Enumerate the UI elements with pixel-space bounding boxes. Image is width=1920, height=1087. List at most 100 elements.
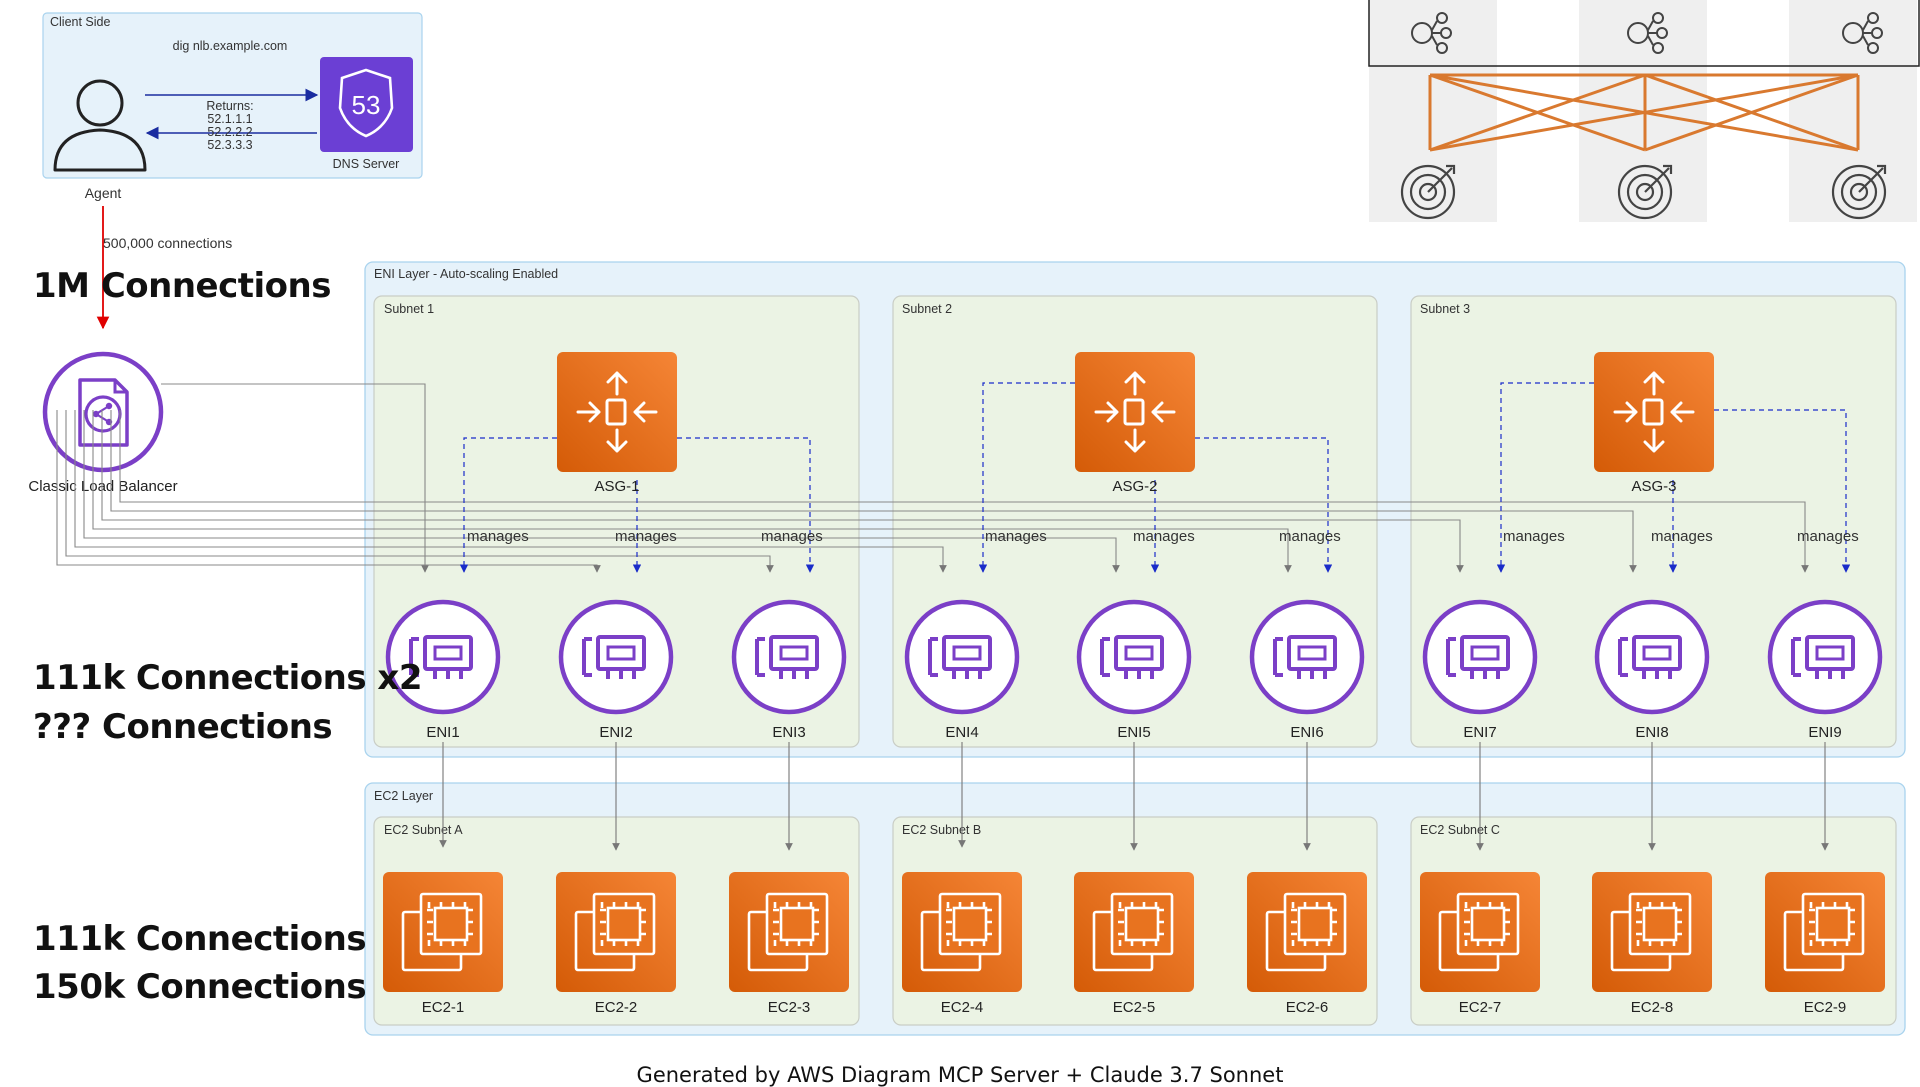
asg1-to-eni1 [459, 437, 557, 573]
asg-3-label: ASG-3 [1631, 478, 1676, 495]
load-balancer-node-icon [1411, 12, 1452, 54]
manages-label: manages [1279, 528, 1341, 545]
ec2-layer-label: EC2 Layer [374, 789, 433, 803]
agent-to-lb-label: 500,000 connections [103, 235, 232, 251]
svg-text:53: 53 [352, 90, 381, 120]
annotation-one-million: 1M Connections [33, 266, 331, 306]
ec2-chip-icon [920, 892, 1002, 972]
annotation-eni-line1: 111k Connections x2 [33, 658, 423, 698]
ec2-chip-icon [574, 892, 656, 972]
ec2-chip-icon [401, 892, 483, 972]
auto-scaling-icon [1613, 371, 1695, 453]
manages-label: manages [1133, 528, 1195, 545]
eni-3-label: ENI3 [772, 724, 805, 741]
lb-to-eni2-connector [56, 410, 601, 573]
eni-2 [558, 599, 674, 715]
auto-scaling-icon [1094, 371, 1176, 453]
ec2-instance-1 [383, 872, 503, 992]
ec2-instance-8 [1592, 872, 1712, 992]
eni-6-label: ENI6 [1290, 724, 1323, 741]
asg2-to-eni4 [978, 382, 1075, 573]
ec2-4-label: EC2-4 [941, 999, 984, 1016]
ec2-labels: EC2-1 EC2-2 EC2-3 EC2-4 EC2-5 EC2-6 EC2-… [422, 999, 1847, 1016]
eni-2-label: ENI2 [599, 724, 632, 741]
subnet-1-label: Subnet 1 [384, 302, 434, 316]
manages-label: manages [1797, 528, 1859, 545]
eni-9 [1767, 599, 1883, 715]
load-balancer-label: Classic Load Balancer [28, 478, 177, 495]
manages-label: manages [1503, 528, 1565, 545]
ec2-3-label: EC2-3 [768, 999, 811, 1016]
manages-label: manages [985, 528, 1047, 545]
manages-label: manages [761, 528, 823, 545]
annotation-eni-line2: ??? Connections [33, 707, 333, 747]
annotation-ec2-line2: 150k Connections [33, 967, 367, 1007]
lb-to-eni7-connector [101, 410, 1464, 573]
ec2-5-label: EC2-5 [1113, 999, 1156, 1016]
eni-1 [385, 599, 501, 715]
eni-9-label: ENI9 [1808, 724, 1841, 741]
ec2-chip-icon [1092, 892, 1174, 972]
client-side-group: Client Side dig nlb.example.com Returns:… [42, 12, 423, 179]
client-side-label: Client Side [50, 15, 110, 29]
ec2-instance-4 [902, 872, 1022, 992]
ec2-instance-7 [1420, 872, 1540, 992]
lb-to-eni1-connector [161, 383, 429, 573]
returns-label: Returns: [206, 99, 253, 113]
eni-4 [904, 599, 1020, 715]
cross-zone-inset [1368, 0, 1920, 222]
route53-icon: 53 [320, 57, 413, 152]
returns-ip-1: 52.1.1.1 [207, 112, 252, 126]
target-icon [1617, 164, 1673, 220]
manages-label: manages [467, 528, 529, 545]
ec2-instance-5 [1074, 872, 1194, 992]
lb-to-eni-connectors [56, 383, 1809, 573]
asg3-to-eni7 [1496, 382, 1594, 573]
eni-8 [1594, 599, 1710, 715]
ec2-9-label: EC2-9 [1804, 999, 1847, 1016]
ec2-icons [383, 872, 1885, 992]
eni-labels: ENI1 ENI2 ENI3 ENI4 ENI5 ENI6 ENI7 ENI8 … [426, 724, 1841, 741]
asg-2-label: ASG-2 [1112, 478, 1157, 495]
eni-icons [385, 599, 1883, 715]
dns-server-label: DNS Server [333, 157, 400, 171]
eni-layer-label: ENI Layer - Auto-scaling Enabled [374, 267, 558, 281]
footer-credit: Generated by AWS Diagram MCP Server + Cl… [636, 1063, 1284, 1087]
ec2-7-label: EC2-7 [1459, 999, 1502, 1016]
ec2-chip-icon [1610, 892, 1692, 972]
ec2-chip-icon [747, 892, 829, 972]
ec2-chip-icon [1438, 892, 1520, 972]
load-balancer-node-icon [1627, 12, 1668, 54]
lb-to-eni5-connector [83, 410, 1120, 573]
returns-ip-2: 52.2.2.2 [207, 125, 252, 139]
asg-1-label: ASG-1 [594, 478, 639, 495]
ec2-instance-3 [729, 872, 849, 992]
subnet-3-label: Subnet 3 [1420, 302, 1470, 316]
manages-label: manages [615, 528, 677, 545]
returns-ip-3: 52.3.3.3 [207, 138, 252, 152]
lb-to-eni3-connector [65, 410, 774, 573]
auto-scaling-icon [576, 371, 658, 453]
load-balancer-node-icon [1842, 12, 1883, 54]
ec2-instance-6 [1247, 872, 1367, 992]
eni-to-ec2-connectors [439, 742, 1829, 851]
cross-zone-lines [1428, 73, 1860, 152]
asg-manages-connectors [459, 382, 1851, 573]
asg-3 [1594, 352, 1714, 472]
ec2-1-label: EC2-1 [422, 999, 465, 1016]
eni-4-label: ENI4 [945, 724, 978, 741]
ec2-chip-icon [1265, 892, 1347, 972]
eni-3 [731, 599, 847, 715]
ec2-2-label: EC2-2 [595, 999, 638, 1016]
user-icon [53, 79, 147, 172]
lb-to-eni8-connector [110, 410, 1637, 573]
eni-7 [1422, 599, 1538, 715]
ec2-subnet-a-label: EC2 Subnet A [384, 823, 463, 837]
target-icon [1400, 164, 1456, 220]
ec2-6-label: EC2-6 [1286, 999, 1329, 1016]
target-icon [1831, 164, 1887, 220]
ec2-subnet-c-label: EC2 Subnet C [1420, 823, 1500, 837]
ec2-instance-9 [1765, 872, 1885, 992]
dig-command: dig nlb.example.com [173, 39, 288, 53]
